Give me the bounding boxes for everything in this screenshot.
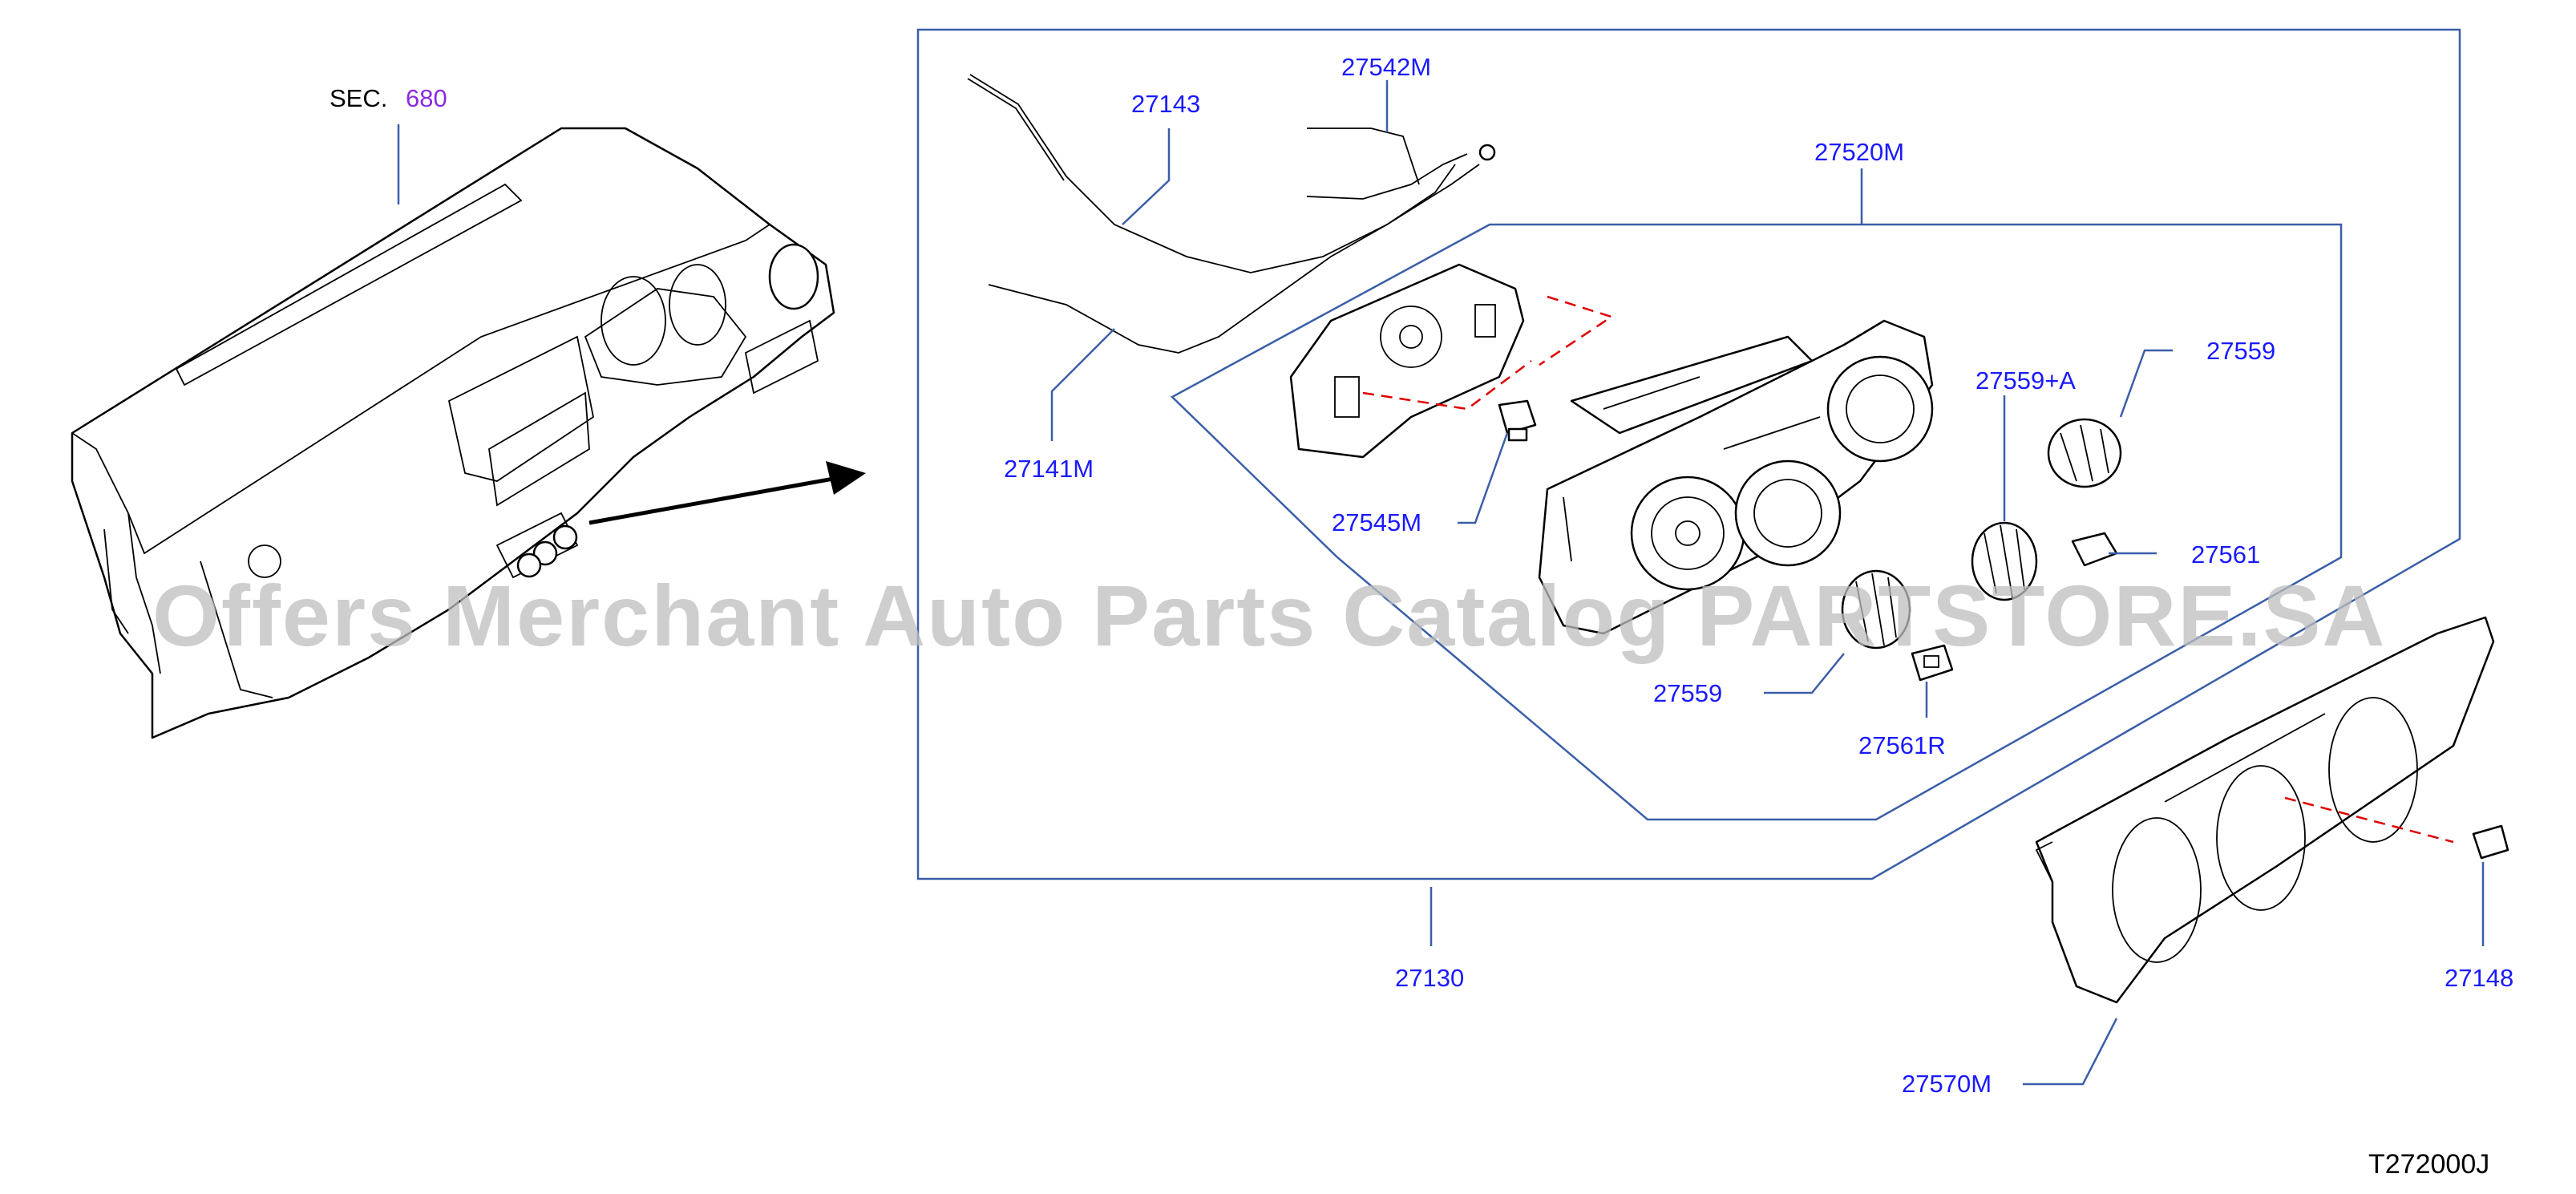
knob-27559A <box>1971 521 2038 601</box>
dashboard-illustration <box>71 127 835 739</box>
bulb-27545M <box>1498 399 1537 442</box>
part-label-27143[interactable]: 27143 <box>1131 90 1200 118</box>
part-label-27559-top[interactable]: 27559 <box>2206 337 2275 365</box>
knob-27559-top <box>2047 418 2122 488</box>
control-assembly-frame <box>1170 223 2343 821</box>
pointer-arrow-head <box>826 461 866 495</box>
sec-prefix-label: SEC. <box>330 84 387 112</box>
sec-number-link[interactable]: 680 <box>406 84 447 112</box>
switch-27561 <box>2071 532 2118 567</box>
diagram-code: T272000J <box>2368 1149 2489 1180</box>
part-label-27570M[interactable]: 27570M <box>1902 1070 1992 1098</box>
part-label-27559A[interactable]: 27559+A <box>1975 366 2076 395</box>
part-label-27148[interactable]: 27148 <box>2445 964 2513 992</box>
outer-assembly-frame <box>916 28 2461 880</box>
knob-27559-bottom <box>1841 569 1911 650</box>
main-control-panel <box>1538 319 1934 635</box>
part-label-27520M[interactable]: 27520M <box>1814 138 1904 166</box>
cables <box>967 74 1496 354</box>
part-label-27559-bottom[interactable]: 27559 <box>1653 679 1722 707</box>
leader-lines <box>1050 80 2485 1086</box>
watermark: Offers Merchant Auto Parts Catalog PARTS… <box>152 567 2386 664</box>
part-label-27561[interactable]: 27561 <box>2191 540 2260 569</box>
switch-27561R <box>1911 644 1954 682</box>
part-label-27545M[interactable]: 27545M <box>1332 508 1421 536</box>
part-label-27561R[interactable]: 27561R <box>1858 731 1946 759</box>
pointer-arrow-shaft <box>588 476 839 525</box>
part-label-27141M[interactable]: 27141M <box>1004 455 1094 483</box>
part-label-27130[interactable]: 27130 <box>1395 964 1464 992</box>
clip-27148 <box>2472 824 2509 860</box>
part-label-27542M[interactable]: 27542M <box>1341 53 1431 81</box>
control-mechanism <box>1289 263 1614 459</box>
finisher-panel-27570M <box>2035 616 2495 1004</box>
